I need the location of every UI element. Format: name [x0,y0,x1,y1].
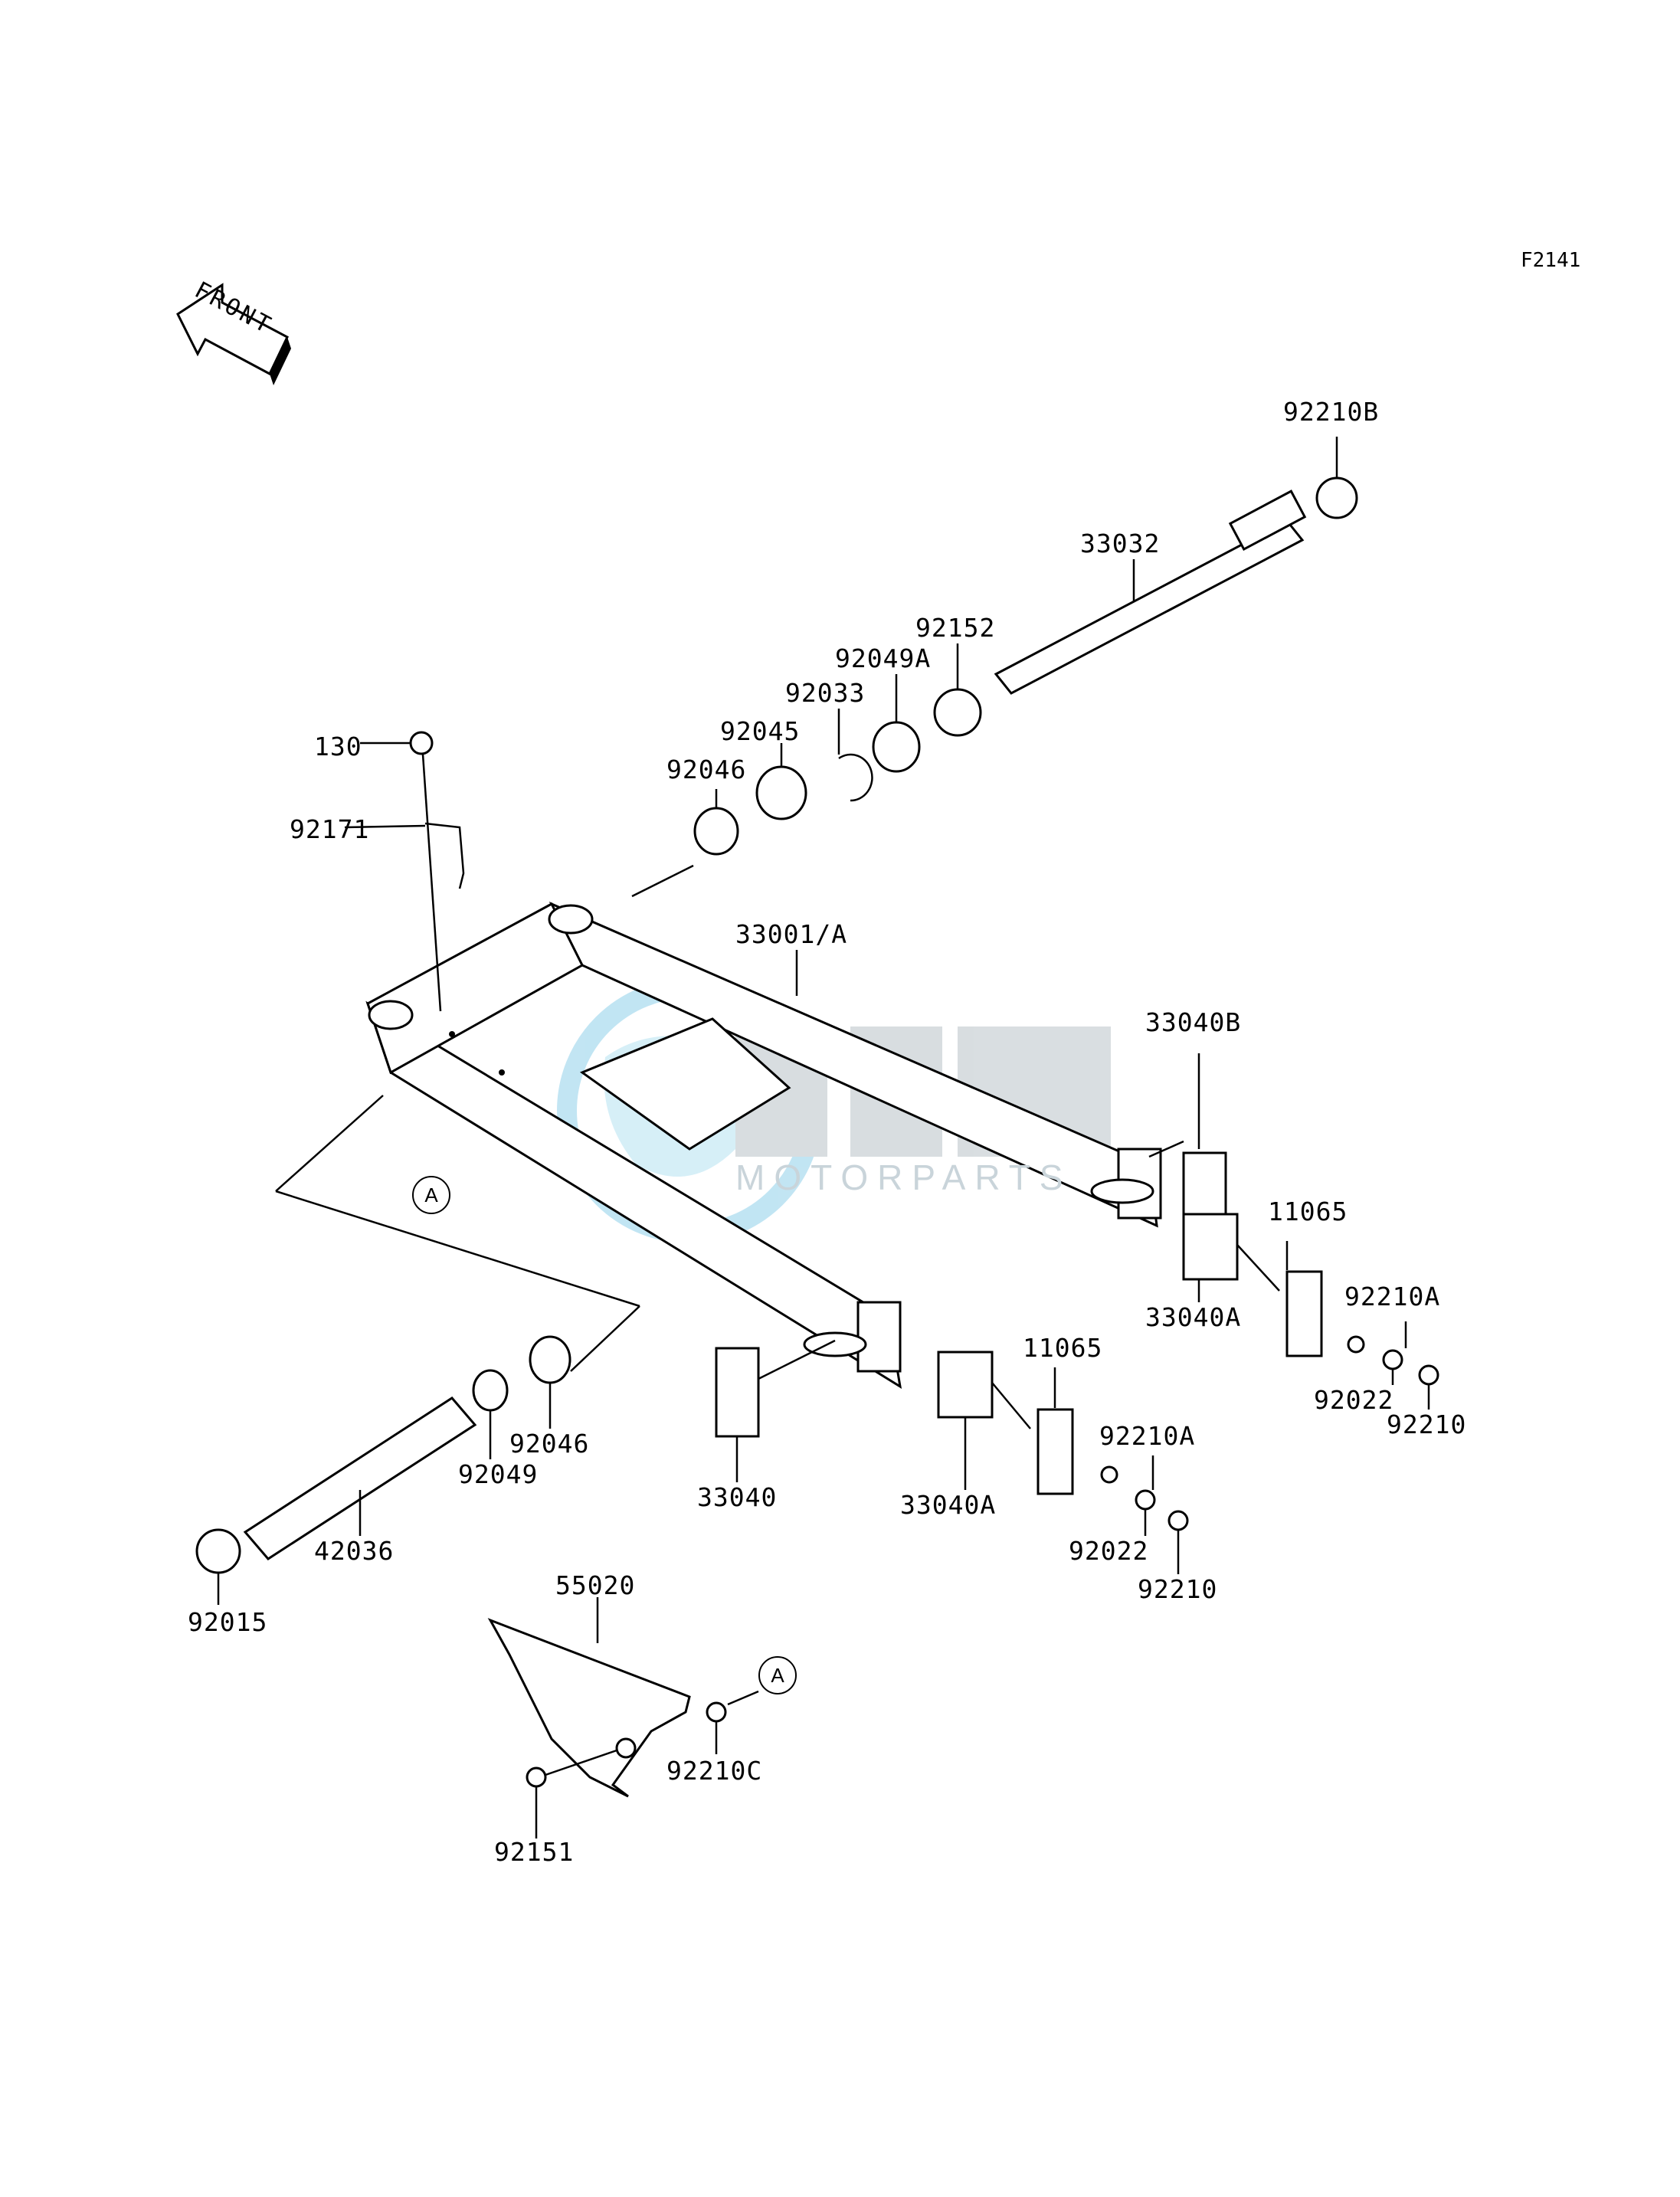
callout-33032: 33032 [1080,529,1161,558]
chain-adjuster-11065-right [1285,1270,1323,1357]
chain-adjuster-33040a-right [1182,1213,1239,1281]
needle-bearing-92046-lower [529,1335,571,1384]
callout-33040a-left: 33040A [900,1490,997,1520]
hose-clamp-92171 [424,822,465,889]
chain-adjuster-nut-92152 [933,688,982,737]
callout-130: 130 [314,732,362,761]
callout-92210c: 92210C [666,1756,763,1786]
callout-55020: 55020 [555,1570,636,1600]
ball-bearing-92045 [755,765,807,820]
callout-92210a-right: 92210A [1344,1282,1441,1311]
diagram-code: F2141 [1521,249,1581,272]
chain-adjuster-11065-left [1036,1408,1074,1495]
bolt-92210c [706,1701,727,1723]
reference-marker-a-chain-guide: A [758,1656,797,1694]
bolt-130 [409,731,434,755]
collar-92049a [872,721,921,773]
callout-92210-right: 92210 [1387,1410,1467,1439]
callout-33040b: 33040B [1145,1007,1242,1037]
callout-92171: 92171 [290,814,370,844]
bolt-92151 [526,1766,547,1788]
callout-92022-left: 92022 [1069,1536,1149,1566]
callout-33040: 33040 [697,1482,778,1512]
callout-92045: 92045 [720,716,801,746]
reference-marker-a-swingarm: A [412,1176,450,1214]
callout-92210b: 92210B [1283,397,1380,427]
callout-11065-left: 11065 [1023,1333,1103,1363]
watermark-text: MOTORPARTS [735,1157,1073,1197]
collar-92049 [472,1369,509,1412]
callout-92210-left: 92210 [1138,1574,1218,1604]
pivot-nut-92015 [195,1528,241,1574]
callout-33001-a: 33001/A [735,919,848,949]
callout-92046-lower: 92046 [509,1429,590,1459]
callout-92015: 92015 [188,1607,268,1637]
needle-bearing-92046-upper [693,807,739,856]
swingarm [365,901,1162,1390]
callout-33040a-right: 33040A [1145,1302,1242,1332]
callout-92046-upper: 92046 [666,755,747,784]
front-direction-arrow [176,283,291,385]
plate-33040 [715,1347,760,1438]
chain-guide-55020 [487,1618,691,1798]
callout-92151: 92151 [494,1837,575,1867]
circlip-92033 [838,753,873,802]
callout-42036: 42036 [314,1536,395,1566]
callout-92049a: 92049A [835,643,932,673]
callout-92033: 92033 [785,678,866,708]
callout-92022-right: 92022 [1314,1385,1394,1415]
axle-nut-92210b [1315,476,1358,519]
callout-92210a-left: 92210A [1099,1421,1196,1451]
pivot-shaft-42036 [243,1396,477,1560]
rear-axle [994,489,1307,695]
callout-92049: 92049 [458,1459,539,1489]
callout-11065-right: 11065 [1268,1197,1348,1226]
chain-adjuster-33040a-left [937,1351,994,1419]
callout-92152: 92152 [915,613,996,643]
